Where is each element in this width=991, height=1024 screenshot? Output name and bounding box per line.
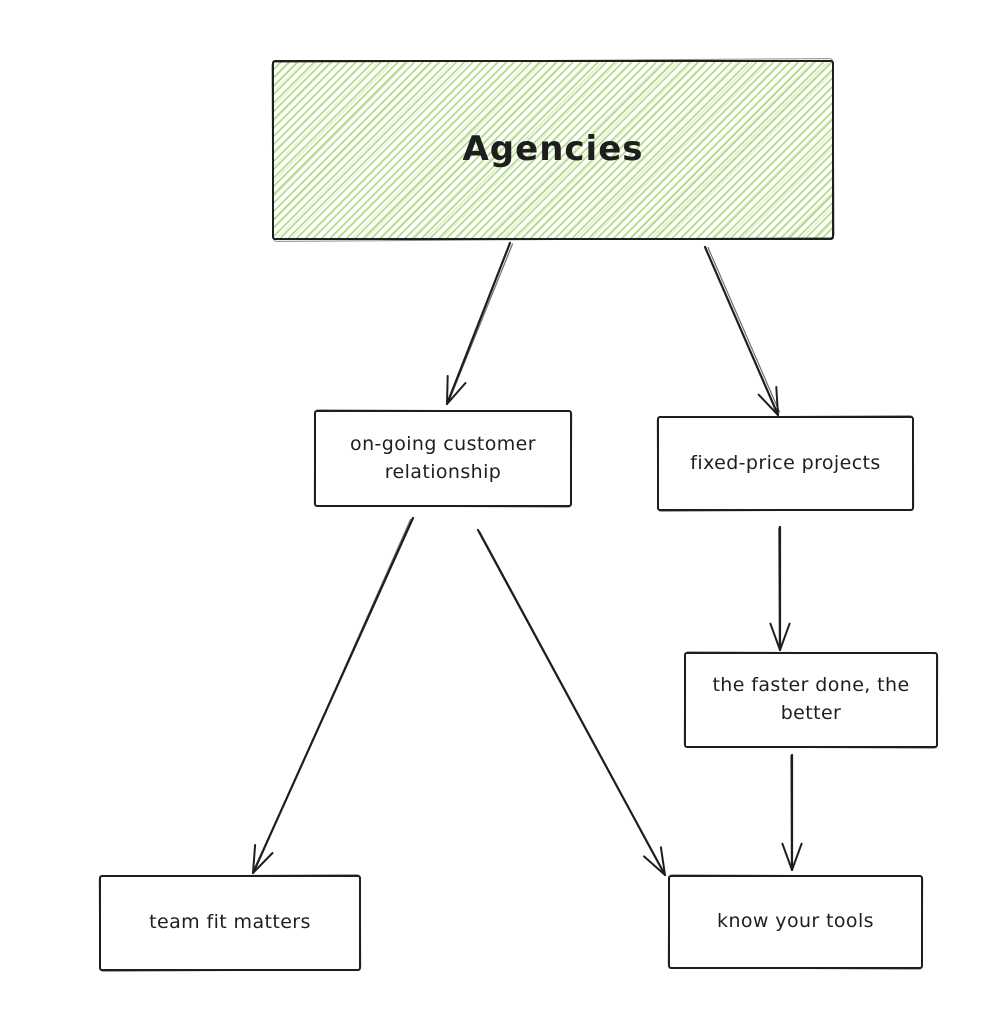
arrow-ongoing-to-teamfit[interactable] — [251, 516, 415, 875]
arrow-fixed-to-faster[interactable] — [769, 525, 791, 652]
node-teamfit-label: team fit matters — [149, 911, 311, 934]
arrow-agencies-to-fixed[interactable] — [703, 245, 781, 417]
node-knowtools-label: know your tools — [717, 910, 874, 933]
arrow-faster-to-knowtools[interactable] — [781, 753, 803, 872]
node-fixed-price-projects[interactable]: fixed-price projects — [657, 416, 914, 511]
arrow-ongoing-to-knowtools[interactable] — [476, 528, 667, 877]
node-agencies[interactable]: Agencies — [272, 60, 834, 240]
node-ongoing-customer-relationship[interactable]: on-going customer relationship — [314, 410, 572, 507]
node-ongoing-label: on-going customer relationship — [350, 432, 536, 483]
node-team-fit-matters[interactable]: team fit matters — [99, 875, 361, 971]
node-agencies-label: Agencies — [462, 129, 644, 170]
node-faster-label: the faster done, the better — [712, 674, 910, 724]
node-know-your-tools[interactable]: know your tools — [668, 875, 923, 969]
arrow-agencies-to-ongoing[interactable] — [445, 241, 514, 406]
node-fixed-label: fixed-price projects — [690, 451, 881, 474]
node-faster-done-better[interactable]: the faster done, the better — [684, 652, 938, 748]
